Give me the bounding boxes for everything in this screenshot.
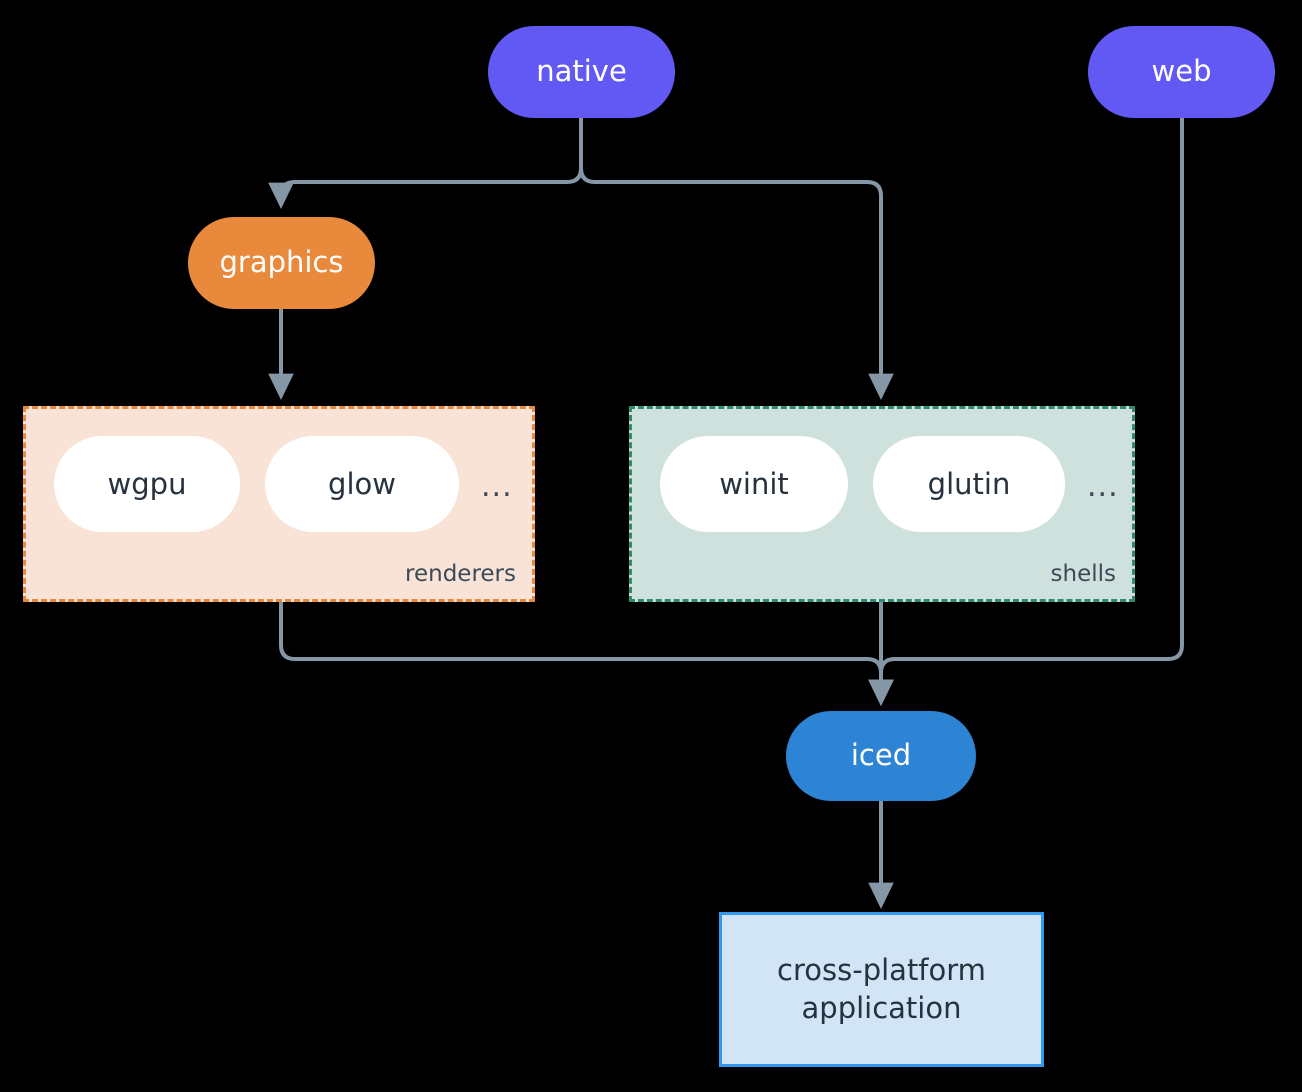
node-iced-label: iced [850,738,912,773]
group-shells-label: shells [1050,561,1116,587]
edge-native-to-shells [579,116,894,401]
node-graphics-label: graphics [219,245,344,280]
group-shells-item-winit[interactable]: winit [660,436,848,532]
node-application-label-line1: cross-platform [777,953,986,988]
group-renderers-item-wgpu-label: wgpu [107,467,187,501]
group-shells-item-glutin[interactable]: glutin [873,436,1065,532]
node-web[interactable]: web [1088,26,1275,118]
node-application[interactable]: cross-platform application [719,912,1044,1067]
group-shells-item-winit-label: winit [719,467,789,501]
group-renderers-overflow-ellipsis: ... [481,469,513,504]
edge-native-to-graphics [268,116,583,210]
group-shells-item-glutin-label: glutin [927,467,1011,501]
group-renderers-item-glow-label: glow [328,467,396,501]
group-shells-overflow-ellipsis: ... [1087,469,1119,504]
group-shells: winit glutin ... shells [629,406,1135,602]
group-renderers-item-glow[interactable]: glow [265,436,459,532]
group-renderers-item-wgpu[interactable]: wgpu [54,436,240,532]
group-renderers: wgpu glow ... renderers [23,406,535,602]
group-renderers-label: renderers [405,561,516,587]
edge-renderers-to-iced [279,602,894,707]
node-application-label-line2: application [801,990,962,1025]
node-iced[interactable]: iced [786,711,976,801]
node-native-label: native [536,54,627,89]
node-web-label: web [1151,54,1212,89]
node-graphics[interactable]: graphics [188,217,375,309]
node-native[interactable]: native [488,26,675,118]
